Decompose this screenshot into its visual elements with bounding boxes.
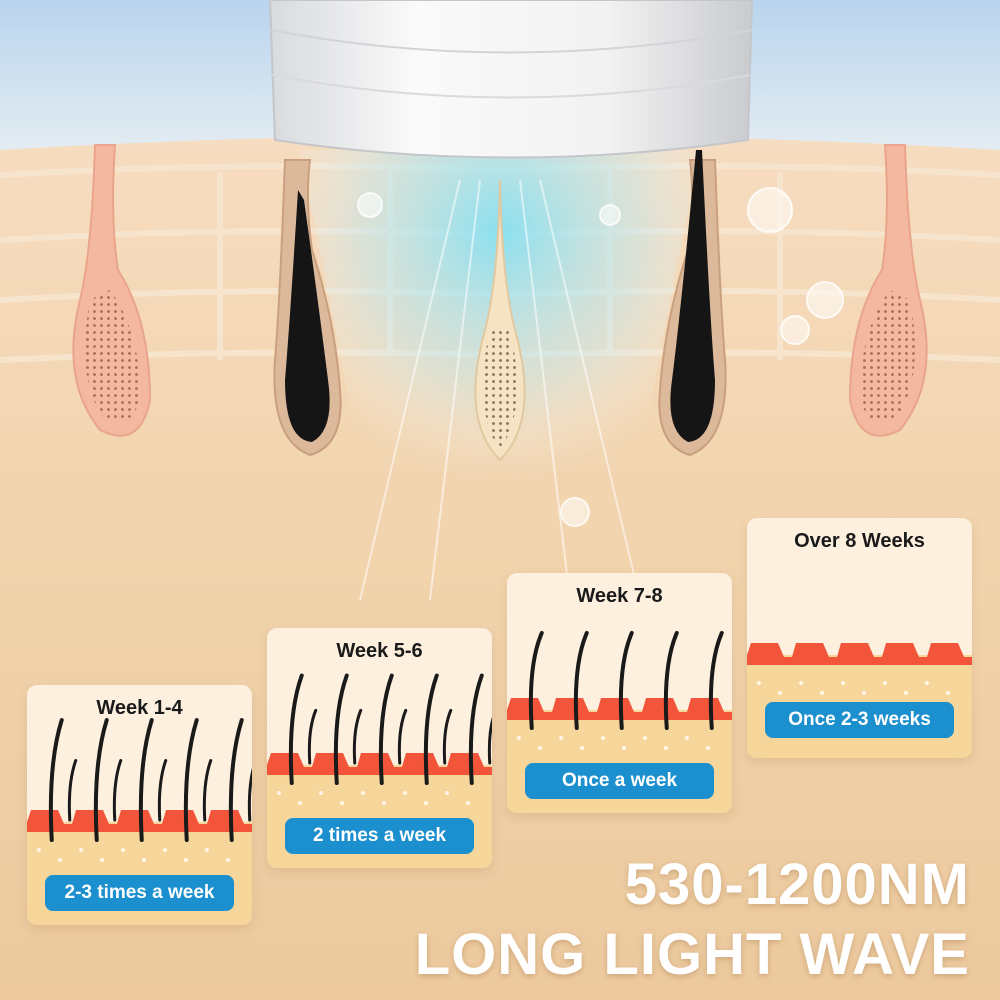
skin-pore (559, 736, 563, 740)
hair-strand (423, 673, 439, 785)
skin-hair-icon (507, 631, 732, 813)
hair-strand (307, 708, 318, 765)
headline-wavelength: 530-1200NM (624, 852, 970, 917)
hair-strand (573, 631, 589, 730)
hair-follicle-right-dark (658, 150, 727, 457)
stage-period-label: Week 7-8 (576, 585, 663, 607)
hair-strand (528, 631, 544, 730)
skin-pore (643, 736, 647, 740)
skin-pore (622, 746, 626, 750)
hair-strand (202, 759, 213, 822)
skin-pore (445, 791, 449, 795)
skin-pore (340, 801, 344, 805)
skin-pore (799, 681, 803, 685)
hair-strand (378, 673, 394, 785)
skin-pore (226, 858, 230, 862)
skin-pore (925, 681, 929, 685)
skin-pore (778, 691, 782, 695)
skin-pore (883, 681, 887, 685)
frequency-badge: 2 times a week (285, 818, 474, 854)
stage-period-label: Week 5-6 (336, 640, 423, 662)
skin-pore (361, 791, 365, 795)
hair-strand (112, 759, 123, 822)
frequency-badge: Once a week (525, 763, 714, 799)
stage-card-over-8-weeks: Over 8 Weeks Once 2-3 weeks (747, 518, 972, 758)
skin-pore (142, 858, 146, 862)
stage-card-week-5-6: Week 5-6 2 times a week (267, 628, 492, 868)
hair-strand (93, 718, 109, 842)
stage-period-label: Over 8 Weeks (794, 530, 925, 552)
skin-pore (79, 848, 83, 852)
hair-follicle-left-dark (273, 159, 342, 457)
hair-strand (397, 708, 408, 765)
hair-strand (48, 718, 64, 842)
hair-strand (138, 718, 154, 842)
frequency-badge: 2-3 times a week (45, 875, 234, 911)
hair-strand (442, 708, 453, 765)
skin-pore (37, 848, 41, 852)
skin-pore (664, 746, 668, 750)
skin-pore (100, 858, 104, 862)
device-head (268, 0, 754, 159)
hair-strand (708, 631, 724, 730)
stage-card-week-1-4: Week 1-4 2-3 times a week (27, 685, 252, 925)
light-rays (359, 179, 641, 601)
skin-pore (862, 691, 866, 695)
skin-pore (382, 801, 386, 805)
skin-pore (403, 791, 407, 795)
skin-pore (121, 848, 125, 852)
skin-pore (319, 791, 323, 795)
hair-strand (67, 759, 78, 822)
skin-pore (904, 691, 908, 695)
skin-pore (424, 801, 428, 805)
water-bubbles (357, 187, 844, 527)
hair-follicle-left-pink (72, 144, 152, 437)
headline: 530-1200NM LONG LIGHT WAVE (415, 850, 970, 990)
hair-strand (157, 759, 168, 822)
skin-pore (466, 801, 470, 805)
stage-period-label: Week 1-4 (96, 697, 183, 719)
skin-pore (298, 801, 302, 805)
hair-strand (288, 673, 304, 785)
hair-strand (487, 716, 492, 765)
skin-pore (205, 848, 209, 852)
skin-pore (277, 791, 281, 795)
skin-pore (946, 691, 950, 695)
hair-strand (663, 631, 679, 730)
skin-pore (706, 746, 710, 750)
skin-pore (820, 691, 824, 695)
hair-strand (618, 631, 634, 730)
skin-pore (184, 858, 188, 862)
hair-strand (468, 673, 484, 785)
hair-strand (228, 718, 244, 842)
headline-subtitle: LONG LIGHT WAVE (414, 922, 970, 987)
skin-pore (163, 848, 167, 852)
hair-strand (183, 718, 199, 842)
skin-pore (517, 736, 521, 740)
hair-strand (333, 673, 349, 785)
frequency-badge: Once 2-3 weeks (765, 702, 954, 738)
hair-strand (247, 767, 252, 822)
skin-pore (601, 736, 605, 740)
skin-pore (841, 681, 845, 685)
skin-pore (538, 746, 542, 750)
hair-strand (352, 708, 363, 765)
skin-pore (757, 681, 761, 685)
skin-pore (685, 736, 689, 740)
epidermis-band (747, 643, 972, 665)
hair-follicle-center-treated (474, 179, 526, 462)
hair-follicle-right-pink (848, 144, 928, 437)
skin-pore (58, 858, 62, 862)
skin-pore (580, 746, 584, 750)
stage-card-week-7-8: Week 7-8 Once a week (507, 573, 732, 813)
